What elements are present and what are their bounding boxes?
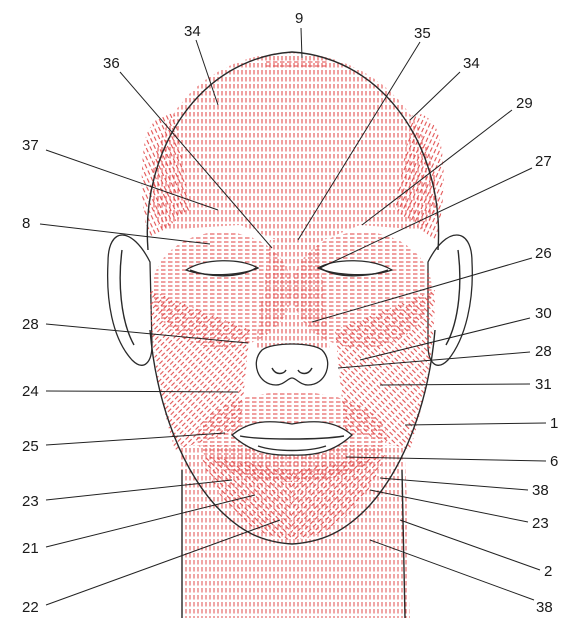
label-34-left: 34 bbox=[184, 23, 201, 40]
label-28-right: 28 bbox=[535, 343, 552, 360]
label-34-right: 34 bbox=[463, 55, 480, 72]
label-8: 8 bbox=[22, 215, 30, 232]
left-ear bbox=[108, 235, 152, 365]
label-35: 35 bbox=[414, 25, 431, 42]
label-31: 31 bbox=[535, 376, 552, 393]
label-29: 29 bbox=[516, 95, 533, 112]
label-28-left: 28 bbox=[22, 316, 39, 333]
label-24: 24 bbox=[22, 383, 39, 400]
label-21: 21 bbox=[22, 540, 39, 557]
label-38-upper: 38 bbox=[532, 482, 549, 499]
label-37: 37 bbox=[22, 137, 39, 154]
label-6: 6 bbox=[550, 453, 558, 470]
frontalis-fibers bbox=[150, 52, 438, 250]
label-26: 26 bbox=[535, 245, 552, 262]
label-25: 25 bbox=[22, 438, 39, 455]
label-22: 22 bbox=[22, 599, 39, 616]
nose-tip bbox=[256, 344, 327, 385]
label-1: 1 bbox=[550, 415, 558, 432]
label-38-lower: 38 bbox=[536, 599, 553, 616]
label-27: 27 bbox=[535, 153, 552, 170]
label-23-right: 23 bbox=[532, 515, 549, 532]
label-36: 36 bbox=[103, 55, 120, 72]
label-9: 9 bbox=[295, 10, 303, 27]
galea-band bbox=[264, 60, 328, 69]
label-23-left: 23 bbox=[22, 493, 39, 510]
label-2: 2 bbox=[544, 563, 552, 580]
label-30: 30 bbox=[535, 305, 552, 322]
